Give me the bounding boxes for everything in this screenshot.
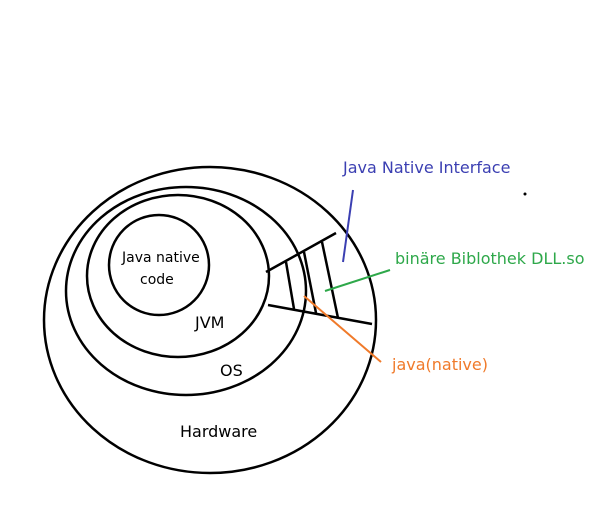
binary-lib-callout-label: binäre Biblothek DLL.so <box>395 249 584 268</box>
native-code-label-line2: code <box>140 272 174 288</box>
native-code-label-line1: Java native <box>121 250 200 266</box>
os-ellipse <box>64 185 308 397</box>
native-code-ellipse <box>107 213 211 317</box>
hardware-label: Hardware <box>180 422 257 441</box>
stray-dot <box>523 192 527 196</box>
java-native-callout-label: java(native) <box>391 355 488 374</box>
jvm-label: JVM <box>194 313 224 332</box>
jni-callout-label: Java Native Interface <box>342 158 510 177</box>
os-label: OS <box>220 361 243 380</box>
jni-wedge <box>265 231 373 326</box>
java-native-pointer-line <box>303 295 382 363</box>
hardware-ellipse <box>42 165 378 475</box>
jni-pointer-line <box>342 189 354 263</box>
binary-lib-pointer-line <box>324 269 391 292</box>
jvm-ellipse <box>85 193 271 359</box>
